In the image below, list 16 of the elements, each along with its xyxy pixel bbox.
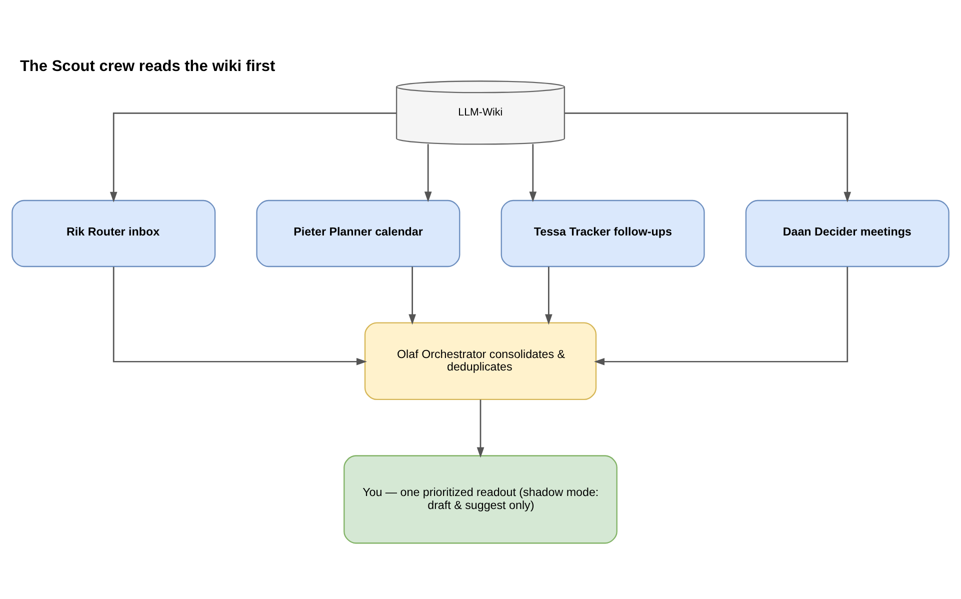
arrow [564, 112, 852, 202]
node-box: Tessa Tracker follow-ups [500, 200, 705, 268]
arrow [110, 112, 396, 202]
arrow [112, 266, 367, 366]
node-box: You — one prioritized readout (shadow mode: draft & suggest only) [344, 455, 618, 544]
arrow [476, 400, 484, 458]
diagram-title: The Scout crew reads the wiki first [20, 58, 276, 76]
node-box: Rik Router inbox [12, 200, 216, 268]
node-box: Pieter Planner calendar [256, 200, 460, 268]
arrow [424, 144, 432, 202]
arrow [594, 266, 848, 366]
node-box: Olaf Orchestrator consolidates & deduplicates [364, 322, 597, 400]
node-box: Daan Decider meetings [745, 200, 950, 268]
arrow [408, 266, 416, 325]
arrow [529, 144, 537, 202]
arrow [545, 266, 552, 325]
